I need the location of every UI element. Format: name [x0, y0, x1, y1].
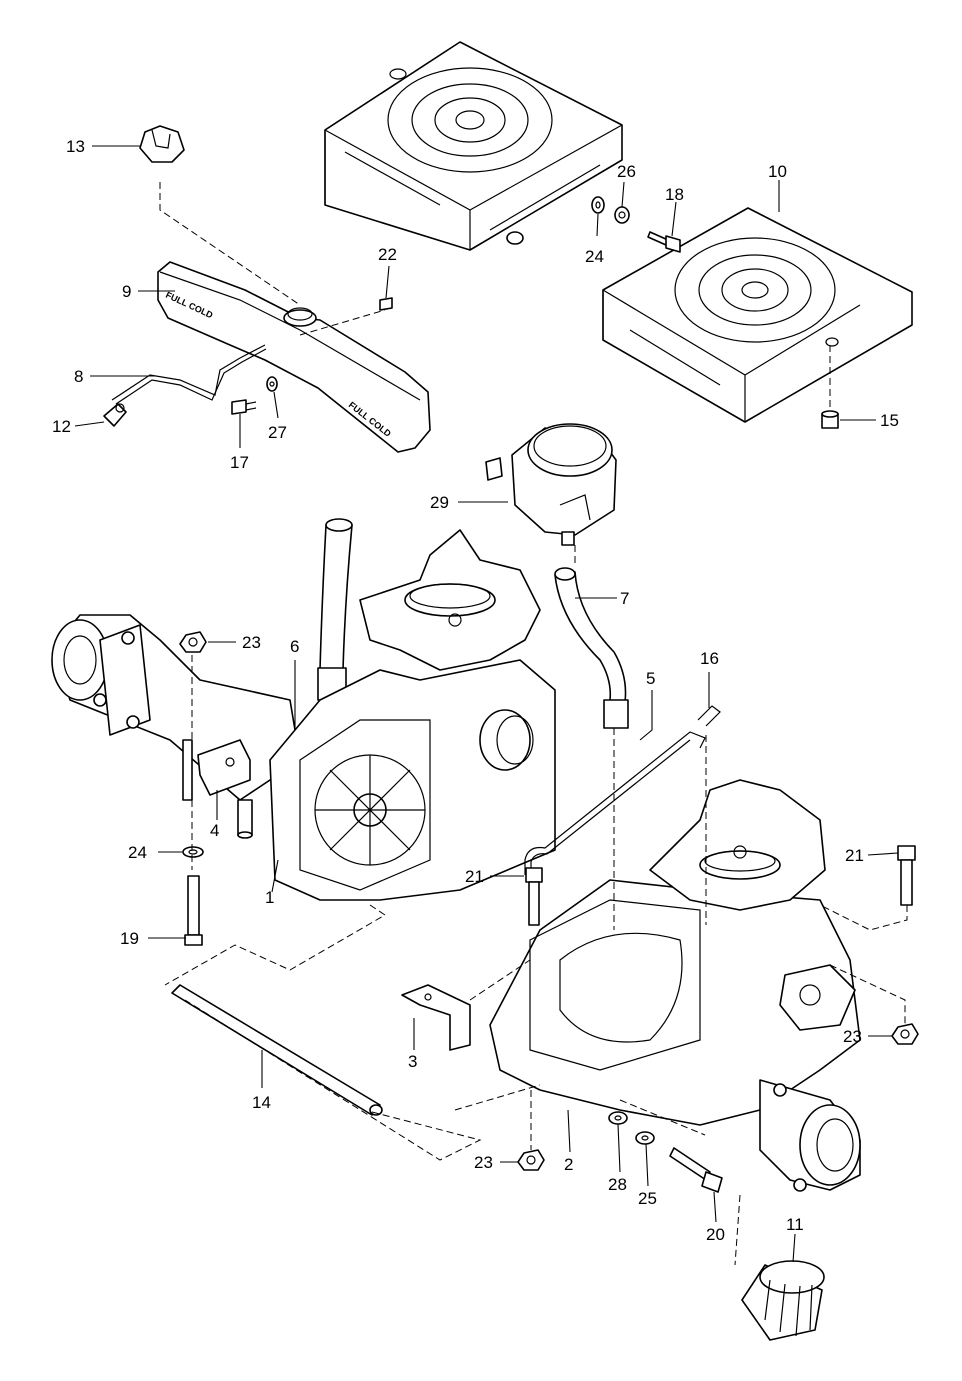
callout-9: 9: [122, 282, 131, 301]
overflow-hose: [111, 344, 267, 405]
callout-15: 15: [880, 411, 899, 430]
nut-26: [614, 206, 630, 224]
callout-10: 10: [768, 162, 787, 181]
bolt-20: [669, 1147, 723, 1193]
nut-23-left: [179, 631, 207, 653]
callout-1: 1: [265, 888, 274, 907]
fan-shroud-upper: [324, 41, 623, 251]
nut-15: [821, 410, 839, 429]
bypass-rod-5: [524, 731, 706, 875]
callout-19: 19: [120, 929, 139, 948]
bolt-19: [184, 875, 203, 946]
callout-23-left: 23: [242, 633, 261, 652]
washer-25: [635, 1131, 655, 1145]
washer-28: [608, 1111, 628, 1125]
callout-4: 4: [210, 821, 219, 840]
transaxle-left: [51, 529, 556, 901]
nut-23-right: [891, 1023, 919, 1045]
callout-8: 8: [74, 367, 83, 386]
expansion-reservoir: [485, 423, 617, 546]
washer-24-lower: [182, 846, 204, 858]
callout-2: 2: [564, 1155, 573, 1174]
bolt-17: [231, 399, 257, 415]
coolant-hose-7: [554, 567, 629, 729]
callout-21-right: 21: [845, 846, 864, 865]
bolt-21-center: [525, 867, 543, 926]
bolt-18: [647, 231, 681, 253]
callout-13: 13: [66, 137, 85, 156]
tank-cap: [139, 125, 185, 163]
callout-21-center: 21: [465, 867, 484, 886]
callout-23-right: 23: [843, 1027, 862, 1046]
callout-28: 28: [608, 1175, 627, 1194]
callout-12: 12: [52, 417, 71, 436]
washer-24-upper: [591, 196, 605, 214]
washer-27: [266, 376, 278, 392]
rod-14: [171, 984, 383, 1116]
callout-3: 3: [408, 1052, 417, 1071]
fan-shroud-right: [602, 207, 913, 423]
callout-6: 6: [290, 637, 299, 656]
transaxle-right: [401, 779, 861, 1192]
callout-14: 14: [252, 1093, 271, 1112]
leader-lines: [74, 145, 899, 1263]
callout-5: 5: [646, 669, 655, 688]
reservoir-tank: FULL COLD FULL COLD: [157, 261, 431, 453]
callout-29: 29: [430, 493, 449, 512]
callout-18: 18: [665, 185, 684, 204]
callout-23-bottom: 23: [474, 1153, 493, 1172]
callout-26: 26: [617, 162, 636, 181]
callout-17: 17: [230, 453, 249, 472]
coolant-hose-6: [317, 518, 353, 701]
callout-24-upper: 24: [585, 247, 604, 266]
nut-23-bottom: [517, 1149, 545, 1171]
callout-20: 20: [706, 1225, 725, 1244]
callout-25: 25: [638, 1189, 657, 1208]
callout-11: 11: [786, 1215, 804, 1234]
linkage-16: [697, 705, 721, 727]
bolt-21-right: [897, 845, 916, 906]
callout-labels: 13 9 8 12 17 27 22 24 26 18 10 15 29 7 2…: [52, 137, 899, 1244]
callout-7: 7: [620, 589, 629, 608]
callout-22: 22: [378, 245, 397, 264]
hose-fitting-12: [103, 403, 127, 427]
callout-16: 16: [700, 649, 719, 668]
callout-24-lower: 24: [128, 843, 147, 862]
nut-22: [379, 297, 393, 311]
oil-filter: [741, 1260, 825, 1341]
callout-27: 27: [268, 423, 287, 442]
assembly-lines: [159, 182, 908, 1266]
